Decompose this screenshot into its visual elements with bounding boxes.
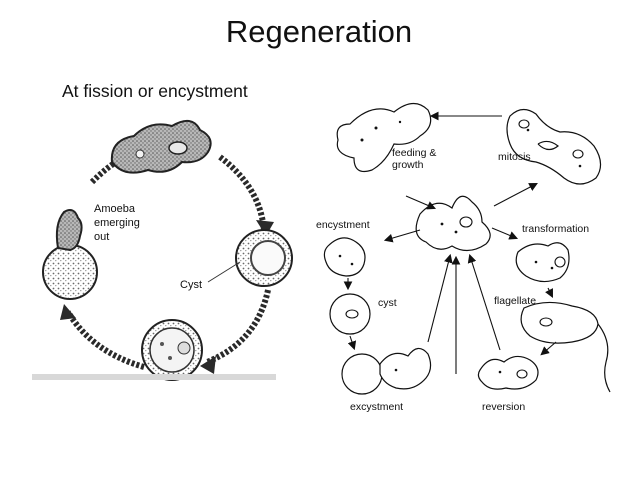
amoeba-feeding	[336, 102, 432, 173]
flagellate-body	[520, 301, 599, 344]
arrowhead-up-left	[60, 304, 76, 320]
nucleus-mitosis-a	[518, 119, 530, 129]
label-feeding: feeding &	[392, 147, 436, 159]
arrow-cyst-to-excystment	[347, 335, 357, 351]
nucleus-cyst	[345, 309, 359, 319]
multinucleate-cyst	[141, 319, 203, 381]
label-amoeba: Amoeba	[94, 203, 136, 215]
active-amoeba	[110, 119, 212, 174]
label-cyst: cyst	[378, 297, 397, 309]
cyst-circle	[329, 293, 371, 335]
label-out: out	[94, 231, 109, 243]
label-excystment: excystment	[350, 401, 403, 413]
label-transformation: transformation	[522, 223, 589, 235]
arrow-excystment-to-center	[427, 253, 453, 343]
label-reversion: reversion	[482, 401, 525, 413]
slide-subtitle: At fission or encystment	[62, 81, 248, 101]
label-cyst: Cyst	[180, 279, 202, 291]
arrowhead-down-left	[200, 356, 216, 374]
label-growth: growth	[392, 159, 424, 171]
amoeba-center	[415, 195, 491, 252]
arrow-feeding-to-center	[405, 195, 437, 210]
nucleus-center	[459, 216, 473, 228]
arrow-flagellate-to-reversion	[540, 341, 557, 356]
amoeba-encystment	[323, 237, 366, 277]
nucleus-mitosis-b	[572, 149, 584, 159]
label-emerging: emerging	[94, 217, 140, 229]
amoeba-transformation	[515, 242, 570, 283]
arrow-reversion-to-center	[467, 253, 501, 351]
amoeba-excysting	[379, 347, 432, 390]
nucleus-reversion	[516, 369, 528, 379]
flagellum	[597, 323, 611, 393]
slide-title: Regeneration	[225, 14, 413, 49]
amoeba-mitosis	[506, 108, 602, 185]
emerging-amoeba	[42, 209, 98, 300]
label-mitosis: mitosis	[498, 151, 531, 163]
amoeba-reversion	[477, 355, 539, 390]
label-encystment: encystment	[316, 219, 370, 231]
arrow-center-to-mitosis	[493, 182, 538, 207]
label-flagellate: flagellate	[494, 295, 536, 307]
regeneration-cycle-diagram: feeding & growth mitosis encystment tran…	[316, 102, 611, 413]
nucleus-flagellate	[539, 317, 553, 327]
arrowhead-down-right	[256, 220, 274, 236]
caption-strip	[32, 374, 276, 380]
nucleus	[168, 141, 188, 155]
cyst-cell	[235, 229, 293, 287]
nucleus-transformation	[554, 256, 566, 268]
arrow-center-to-encystment	[383, 229, 421, 243]
encystment-cycle-diagram: Amoeba emerging out Cyst	[32, 119, 293, 381]
arrow-transformation-to-flagellate	[545, 287, 553, 298]
cyst-leader-line	[207, 261, 241, 283]
excystment-shell	[341, 353, 383, 395]
arrow-center-to-transformation	[491, 227, 519, 240]
spindle	[537, 140, 559, 151]
